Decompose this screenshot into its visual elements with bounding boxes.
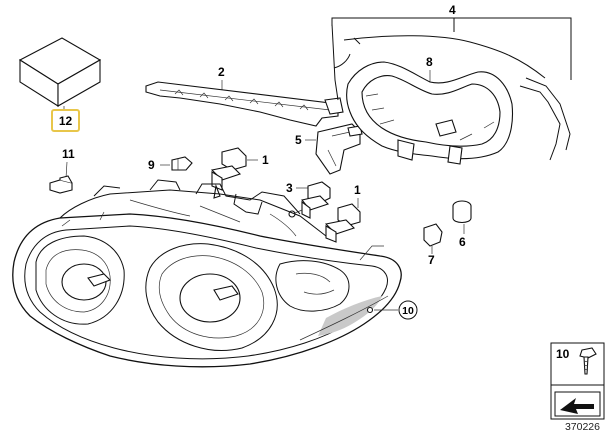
callout-5-label: 5 (295, 133, 302, 147)
part-1-bulb-left: 1 (210, 147, 269, 199)
callout-1b-label: 1 (354, 183, 361, 197)
part-6-socket: 6 (452, 200, 472, 249)
callout-2-label: 2 (218, 65, 225, 79)
callout-1a-label: 1 (262, 153, 269, 167)
callout-8-label: 8 (426, 55, 433, 69)
callout-12-label: 12 (59, 114, 73, 128)
headlight-housing (12, 179, 402, 368)
part-9-bulb: 9 (148, 156, 193, 172)
part-4-wires: 4 (331, 3, 572, 161)
callout-10[interactable]: 10 (374, 300, 418, 320)
part-2-rail-bracket: 2 (145, 65, 344, 127)
part-8-bezel-frame: 8 (346, 55, 514, 165)
callout-4-label: 4 (449, 3, 456, 17)
part-3-socket: 3 (286, 181, 331, 219)
part-11-screw: 11 (49, 147, 75, 194)
part-12-box (18, 37, 102, 112)
document-number: 370226 (565, 421, 600, 433)
part-1-bulb-right: 1 (324, 183, 361, 243)
callout-11-label: 11 (62, 147, 75, 161)
callout-12[interactable]: 12 (51, 109, 80, 132)
legend-number: 10 (556, 347, 570, 361)
part-5-bracket: 5 (295, 123, 363, 175)
arrow-icon (554, 391, 601, 417)
callout-10-label: 10 (402, 305, 414, 317)
screw-icon (579, 347, 597, 375)
part-7-bulb: 7 (423, 223, 443, 267)
callout-6-label: 6 (459, 235, 466, 249)
callout-3-label: 3 (286, 181, 293, 195)
callout-9-label: 9 (148, 158, 155, 172)
legend-box: 10 (550, 342, 605, 420)
callout-7-label: 7 (428, 253, 435, 267)
